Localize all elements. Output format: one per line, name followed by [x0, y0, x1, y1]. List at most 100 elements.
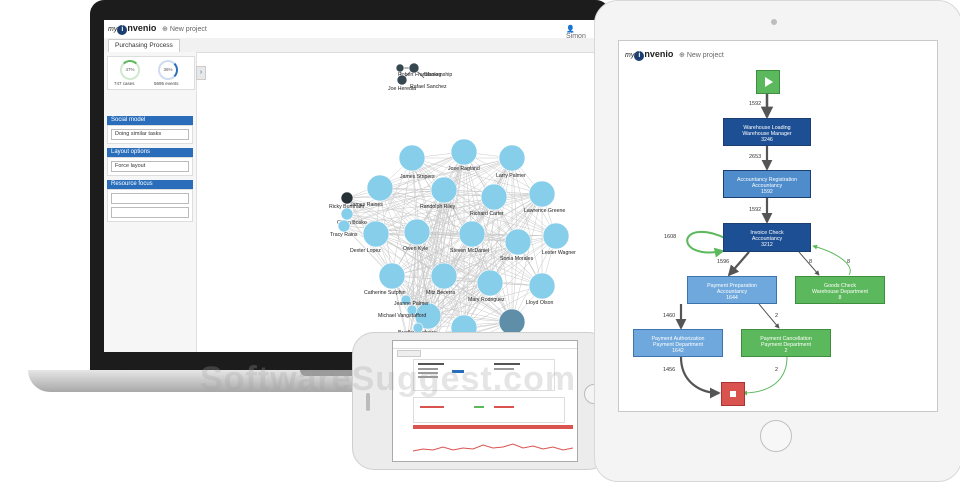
resource-select-1[interactable] — [111, 193, 189, 204]
graph-node[interactable] — [414, 302, 442, 330]
phone-text-line — [494, 363, 520, 365]
graph-edge — [489, 196, 495, 284]
layout-options-header: Layout options — [107, 148, 193, 157]
phone-highlight — [452, 370, 464, 373]
graph-node[interactable] — [362, 220, 390, 248]
node-warehouse-loading[interactable]: Warehouse Loading Warehouse Manager 3246 — [723, 118, 811, 146]
graph-node[interactable] — [408, 62, 420, 74]
watermark: SoftwareSuggest.com — [200, 360, 577, 398]
social-model-select[interactable]: Doing similar tasks — [111, 129, 189, 140]
graph-edge — [346, 157, 513, 215]
graph-node[interactable] — [340, 207, 354, 221]
node-goods-check[interactable]: Goods Check Warehouse Department 8 — [795, 276, 885, 304]
edge-label-pa-end: 1456 — [663, 367, 676, 373]
node-role: Payment Department — [652, 342, 704, 349]
node-count: 1642 — [672, 348, 684, 355]
graph-node[interactable] — [337, 219, 351, 233]
graph-node[interactable] — [430, 176, 458, 204]
graph-node[interactable] — [542, 222, 570, 250]
node-accountancy-registration[interactable]: Accountancy Registration Accountancy 159… — [723, 170, 811, 198]
graph-node[interactable] — [406, 304, 418, 316]
graph-node-label: Richard Carter — [470, 211, 504, 217]
graph-node[interactable] — [498, 144, 526, 172]
graph-edge — [346, 151, 465, 199]
node-role: Warehouse Manager — [742, 131, 792, 138]
graph-edge — [416, 193, 543, 233]
graph-edge — [411, 189, 445, 311]
graph-edge — [511, 157, 519, 243]
edge-pp-pc — [758, 303, 780, 329]
graph-node[interactable] — [340, 191, 354, 205]
graph-edge — [391, 196, 495, 277]
graph-node[interactable] — [504, 228, 532, 256]
phone-tab[interactable] — [397, 350, 421, 357]
graph-node[interactable] — [400, 294, 412, 306]
node-payment-cancellation[interactable]: Payment Cancellation Payment Department … — [741, 329, 831, 357]
edge-label-ic-loop: 1608 — [664, 234, 677, 240]
graph-node-label: James Stripers — [400, 174, 435, 180]
cases-donut: 47% — [120, 60, 140, 80]
graph-node-label: Lawrence Greene — [524, 208, 565, 214]
edge-ic-pp — [727, 251, 750, 277]
graph-node[interactable] — [528, 272, 556, 300]
plus-icon: ⊕ — [162, 26, 168, 33]
graph-node[interactable] — [378, 262, 406, 290]
node-count: 8 — [838, 295, 842, 302]
tablet-home-button[interactable] — [760, 420, 792, 452]
process-end-node[interactable] — [721, 382, 745, 406]
graph-edge — [405, 189, 445, 301]
node-title: Accountancy Registration — [736, 177, 798, 183]
graph-node[interactable] — [396, 74, 408, 86]
graph-edge — [346, 151, 465, 215]
node-role: Payment Department — [760, 342, 812, 349]
process-start-node[interactable] — [756, 70, 780, 94]
layout-select[interactable]: Force layout — [111, 161, 189, 172]
graph-node[interactable] — [450, 138, 478, 166]
graph-edge — [411, 157, 495, 198]
graph-node[interactable] — [528, 180, 556, 208]
graph-edge — [343, 189, 445, 227]
phone-activity-chart — [413, 443, 573, 452]
graph-node[interactable] — [366, 174, 394, 202]
graph-node-label: Catherine Sutphin — [364, 290, 406, 296]
graph-node-label: Mitz Becerra — [426, 290, 455, 296]
phone-chart-line — [413, 443, 573, 452]
node-payment-preparation[interactable]: Payment Preparation Accountancy 1644 — [687, 276, 777, 304]
edge-label-pp-pc: 2 — [775, 313, 779, 319]
graph-edge — [346, 193, 543, 215]
node-payment-authorization[interactable]: Payment Authorization Payment Department… — [633, 329, 723, 357]
tab-purchasing-process[interactable]: Purchasing Process — [108, 39, 180, 52]
graph-node[interactable] — [476, 269, 504, 297]
graph-node[interactable] — [403, 218, 431, 246]
edge-pa-end — [679, 356, 721, 399]
stats-panel: 47% 747 cases 36% 5695 events — [107, 56, 195, 90]
graph-node-label: Owen Kyle — [403, 246, 428, 252]
user-menu[interactable]: 👤 Simon — [566, 25, 596, 40]
graph-node-label: Lester Wagner — [542, 250, 576, 256]
graph-node[interactable] — [395, 63, 405, 73]
node-invoice-check[interactable]: Invoice Check Accountancy 3212 — [723, 223, 811, 252]
graph-edge — [421, 193, 543, 347]
resource-select-2[interactable] — [111, 207, 189, 218]
graph-node[interactable] — [458, 220, 486, 248]
sidebar-toggle-icon[interactable]: › — [196, 66, 206, 80]
graph-edge — [375, 193, 543, 235]
phone-text-line — [494, 368, 514, 370]
graph-node[interactable] — [398, 144, 426, 172]
node-role: Accountancy — [751, 183, 783, 190]
cases-label: 747 cases — [114, 81, 135, 86]
graph-edge — [407, 231, 418, 339]
graph-node-label: Robert Fransbourg — [398, 72, 442, 78]
new-project-button[interactable]: ⊕ New project — [162, 25, 207, 33]
graph-edge — [471, 193, 543, 235]
tablet-new-project-button[interactable]: ⊕ New project — [679, 51, 724, 59]
graph-node[interactable] — [480, 183, 508, 211]
graph-edge — [411, 157, 519, 243]
graph-edge — [463, 151, 543, 195]
graph-node[interactable] — [430, 262, 458, 290]
node-count: 3212 — [761, 242, 773, 249]
logo-badge: i — [634, 51, 645, 61]
